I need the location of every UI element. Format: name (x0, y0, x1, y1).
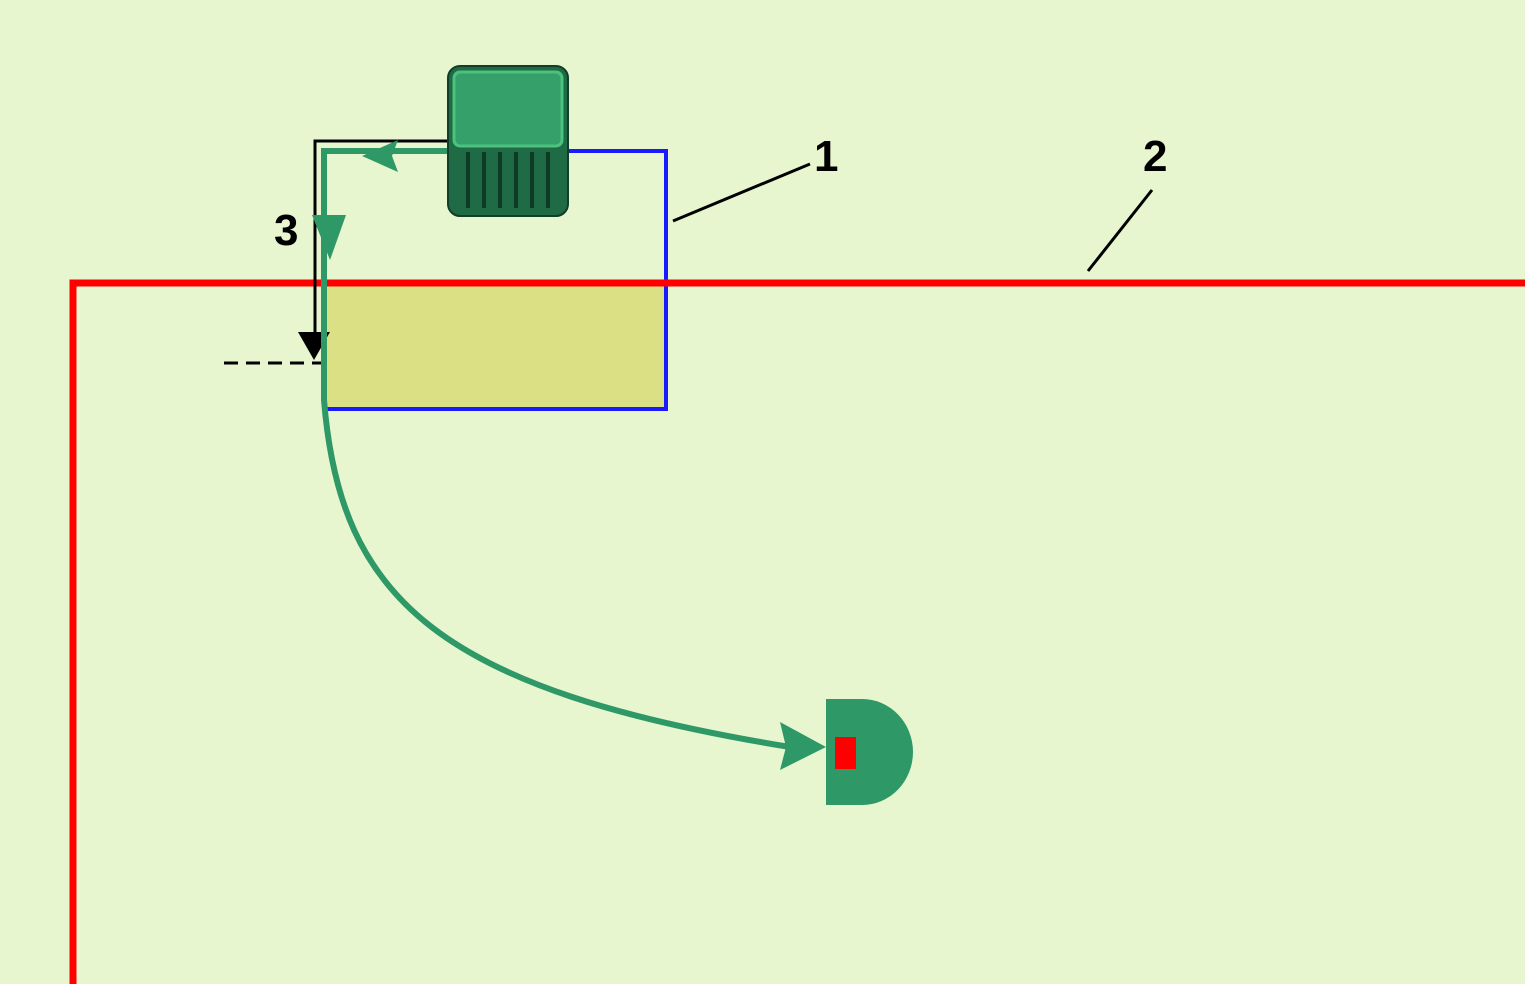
charging-plate-slots (466, 152, 550, 208)
boundary-wire (69, 279, 1525, 984)
charging-station-icon (447, 65, 569, 217)
measure-line (313, 139, 450, 335)
route-arrow-left (362, 140, 398, 172)
guide-route-curve (321, 230, 791, 750)
callout-label-2: 2 (1143, 132, 1167, 181)
callout-label-3: 3 (274, 206, 298, 255)
overlap-area (324, 283, 666, 409)
robotic-mower-icon (826, 699, 913, 805)
guide-route-top (321, 148, 450, 230)
mower-indicator (835, 737, 856, 769)
route-arrow-down (312, 215, 346, 260)
callout-2-leader (1086, 189, 1154, 272)
callout-label-1: 1 (814, 132, 838, 181)
callout-1-leader (672, 162, 811, 223)
route-arrow-end (780, 722, 826, 770)
